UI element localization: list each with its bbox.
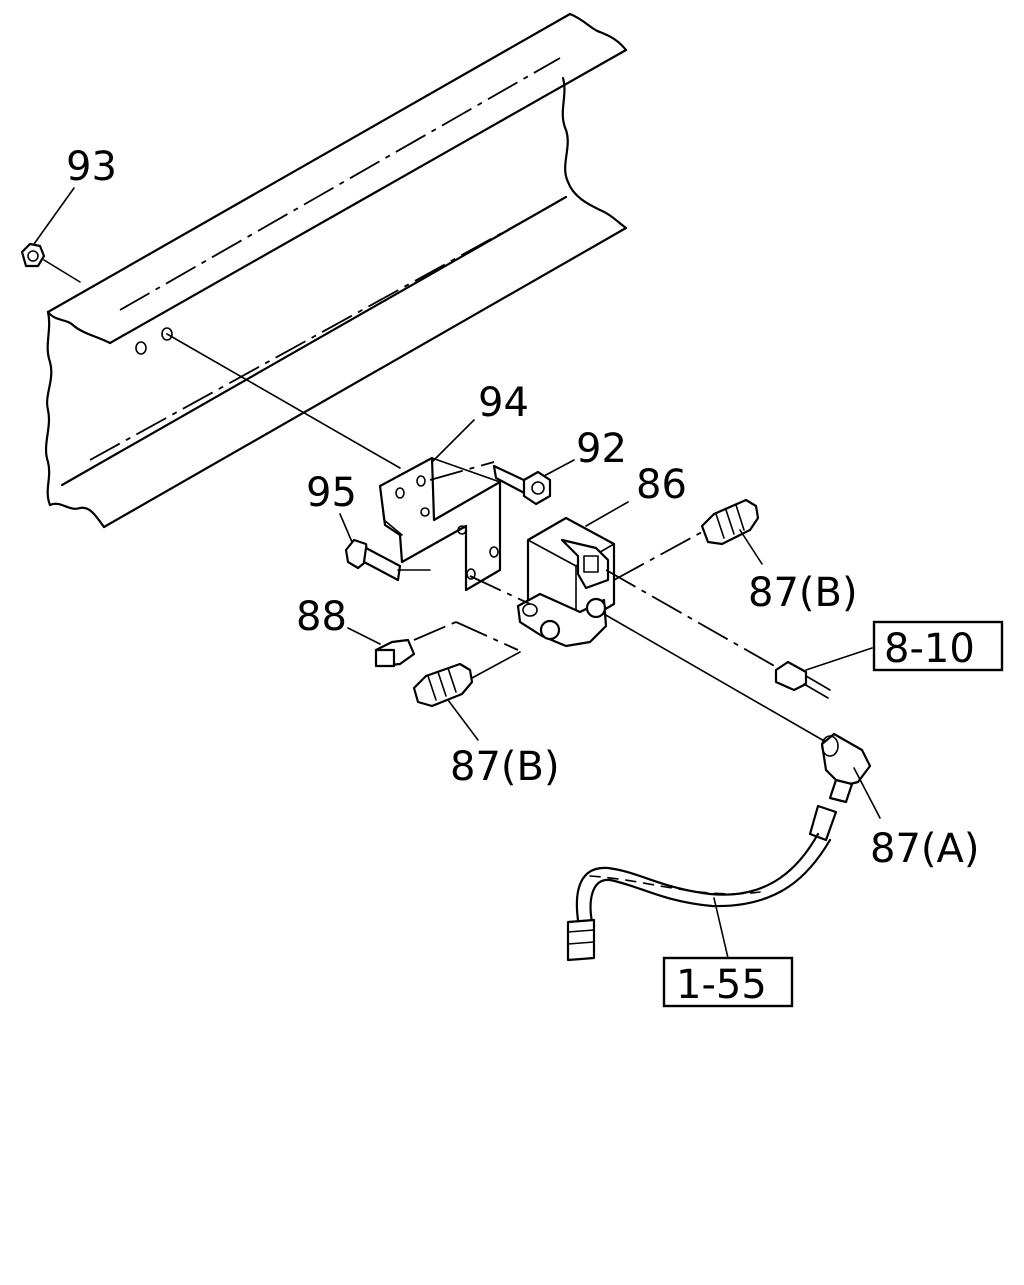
solenoid-valve [469,516,827,743]
reference-box-8-10[interactable]: 8-10 [872,620,1004,672]
frame-rail [44,12,628,529]
callout-93: 93 [66,144,117,190]
callout-88: 88 [296,594,347,640]
mounting-bracket [166,333,502,592]
fitting-87b-left [412,651,521,708]
reference-label-1-55: 1-55 [676,962,767,1008]
elbow-fitting-87a [820,732,881,819]
callout-87a: 87(A) [870,826,979,872]
callout-87b-right: 87(B) [748,570,858,616]
hose [566,804,838,962]
reference-box-1-55[interactable]: 1-55 [662,956,794,1008]
callout-87b-left: 87(B) [450,744,560,790]
callout-94: 94 [478,380,529,426]
bolt-92 [429,461,552,506]
flange-nut [20,242,81,283]
bolt-95 [344,538,431,582]
callout-95: 95 [306,470,357,516]
reference-label-8-10: 8-10 [884,626,975,672]
callout-86: 86 [636,462,687,508]
leader-lines [33,187,763,741]
harness-connector [774,647,873,699]
fitting-87b-right [700,498,760,546]
plug-88 [374,621,519,668]
callout-92: 92 [576,426,627,472]
